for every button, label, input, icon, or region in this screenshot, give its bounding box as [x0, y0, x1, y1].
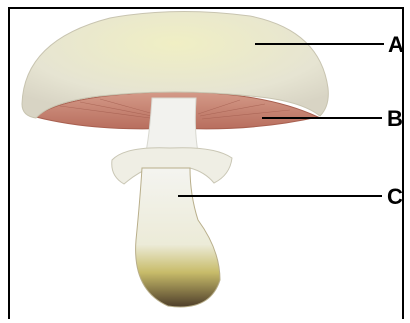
label-b: B: [387, 106, 403, 131]
label-c: C: [387, 184, 403, 209]
mushroom-stem-lower: [136, 168, 220, 307]
label-a: A: [388, 32, 404, 57]
mushroom-stem-upper: [146, 98, 198, 152]
